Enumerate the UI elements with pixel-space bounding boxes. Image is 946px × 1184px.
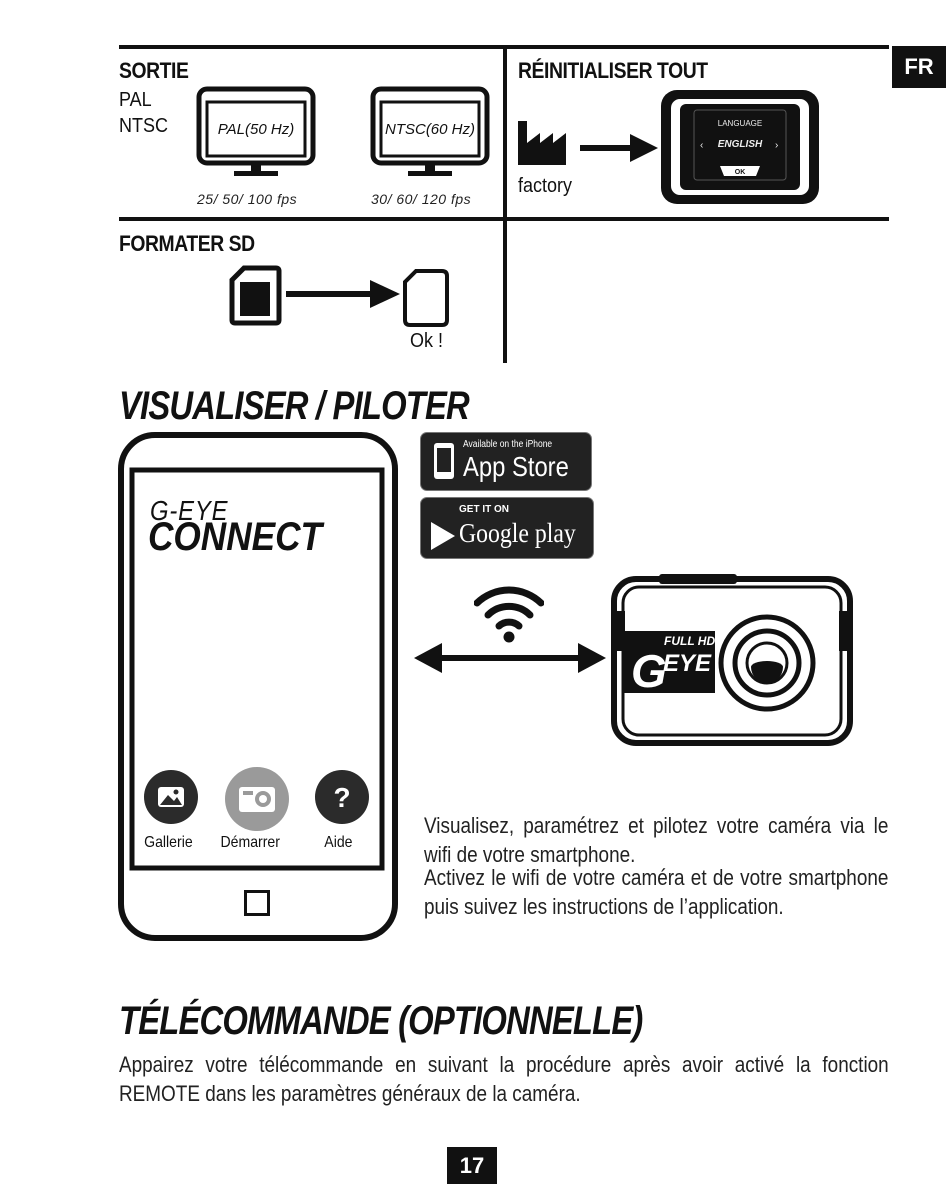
app-store-badge[interactable]: Available on the iPhone App Store bbox=[420, 432, 592, 491]
table-column-divider bbox=[503, 45, 507, 363]
svg-text:G: G bbox=[631, 645, 667, 697]
svg-text:›: › bbox=[775, 140, 778, 151]
arrow-icon bbox=[286, 280, 400, 308]
app-brand-big: CONNECT bbox=[148, 515, 323, 559]
language-badge: FR bbox=[892, 46, 946, 88]
help-icon[interactable]: ? bbox=[314, 769, 370, 825]
monitor-icon: PAL(50 Hz) bbox=[196, 86, 316, 176]
nav-help-label: Aide bbox=[324, 834, 353, 851]
gplay-big-text: Google play bbox=[459, 518, 576, 548]
svg-text:‹: ‹ bbox=[700, 140, 703, 151]
gplay-small-text: GET IT ON bbox=[459, 504, 509, 515]
factory-icon bbox=[518, 121, 566, 165]
visualiser-title: VISUALISER / PILOTER bbox=[119, 384, 470, 428]
gallery-icon[interactable] bbox=[143, 769, 199, 825]
camera-icon: LANGUAGE ‹ › ENGLISH OK bbox=[661, 90, 819, 204]
ntsc-fps-label: 30/ 60/ 120 fps bbox=[371, 191, 472, 207]
page-number: 17 bbox=[447, 1147, 497, 1184]
visualiser-paragraph-1: Visualisez, paramétrez et pilotez votre … bbox=[424, 813, 889, 867]
sortie-title: SORTIE bbox=[119, 58, 189, 83]
app-brand-small: G-EYE bbox=[150, 495, 229, 526]
camera-icon: FULL HD G EYE bbox=[611, 574, 853, 746]
arrow-icon bbox=[580, 134, 658, 162]
smartphone-small-icon bbox=[434, 443, 454, 479]
sortie-option-pal: PAL bbox=[119, 89, 152, 111]
sd-card-icon bbox=[229, 265, 282, 326]
camera-language-value: ENGLISH bbox=[718, 139, 763, 150]
sortie-option-ntsc: NTSC bbox=[119, 115, 169, 137]
camera-start-icon[interactable] bbox=[222, 766, 292, 832]
wifi-icon bbox=[474, 586, 544, 643]
reset-title: RÉINITIALISER TOUT bbox=[518, 58, 708, 83]
telecommande-title: TÉLÉCOMMANDE (OPTIONNELLE) bbox=[119, 999, 643, 1043]
file-icon bbox=[403, 269, 449, 327]
ntsc-screen-text: NTSC(60 Hz) bbox=[385, 121, 475, 138]
camera-label-top: FULL HD bbox=[664, 634, 715, 648]
nav-start-label: Démarrer bbox=[220, 834, 280, 851]
format-ok-label: Ok ! bbox=[410, 330, 444, 352]
appstore-big-text: App Store bbox=[463, 451, 569, 482]
factory-label: factory bbox=[518, 175, 573, 197]
camera-ok-label: OK bbox=[735, 169, 746, 176]
google-play-badge[interactable]: GET IT ON Google play bbox=[420, 497, 594, 559]
double-arrow-icon bbox=[414, 643, 606, 673]
pal-fps-label: 25/ 50/ 100 fps bbox=[197, 191, 298, 207]
camera-language-label: LANGUAGE bbox=[718, 119, 762, 128]
nav-gallery-label: Gallerie bbox=[144, 834, 193, 851]
telecommande-paragraph: Appairez votre télécommande en suivant l… bbox=[119, 1052, 889, 1106]
pal-screen-text: PAL(50 Hz) bbox=[218, 121, 294, 138]
appstore-small-text: Available on the iPhone bbox=[463, 439, 553, 450]
svg-text:?: ? bbox=[333, 782, 350, 813]
monitor-icon: NTSC(60 Hz) bbox=[370, 86, 490, 176]
home-button-icon[interactable] bbox=[244, 890, 270, 916]
google-play-icon bbox=[431, 522, 455, 550]
visualiser-paragraph-2: Activez le wifi de votre caméra et de vo… bbox=[424, 865, 889, 919]
camera-label-brand: EYE bbox=[663, 650, 712, 677]
format-title: FORMATER SD bbox=[119, 231, 255, 256]
